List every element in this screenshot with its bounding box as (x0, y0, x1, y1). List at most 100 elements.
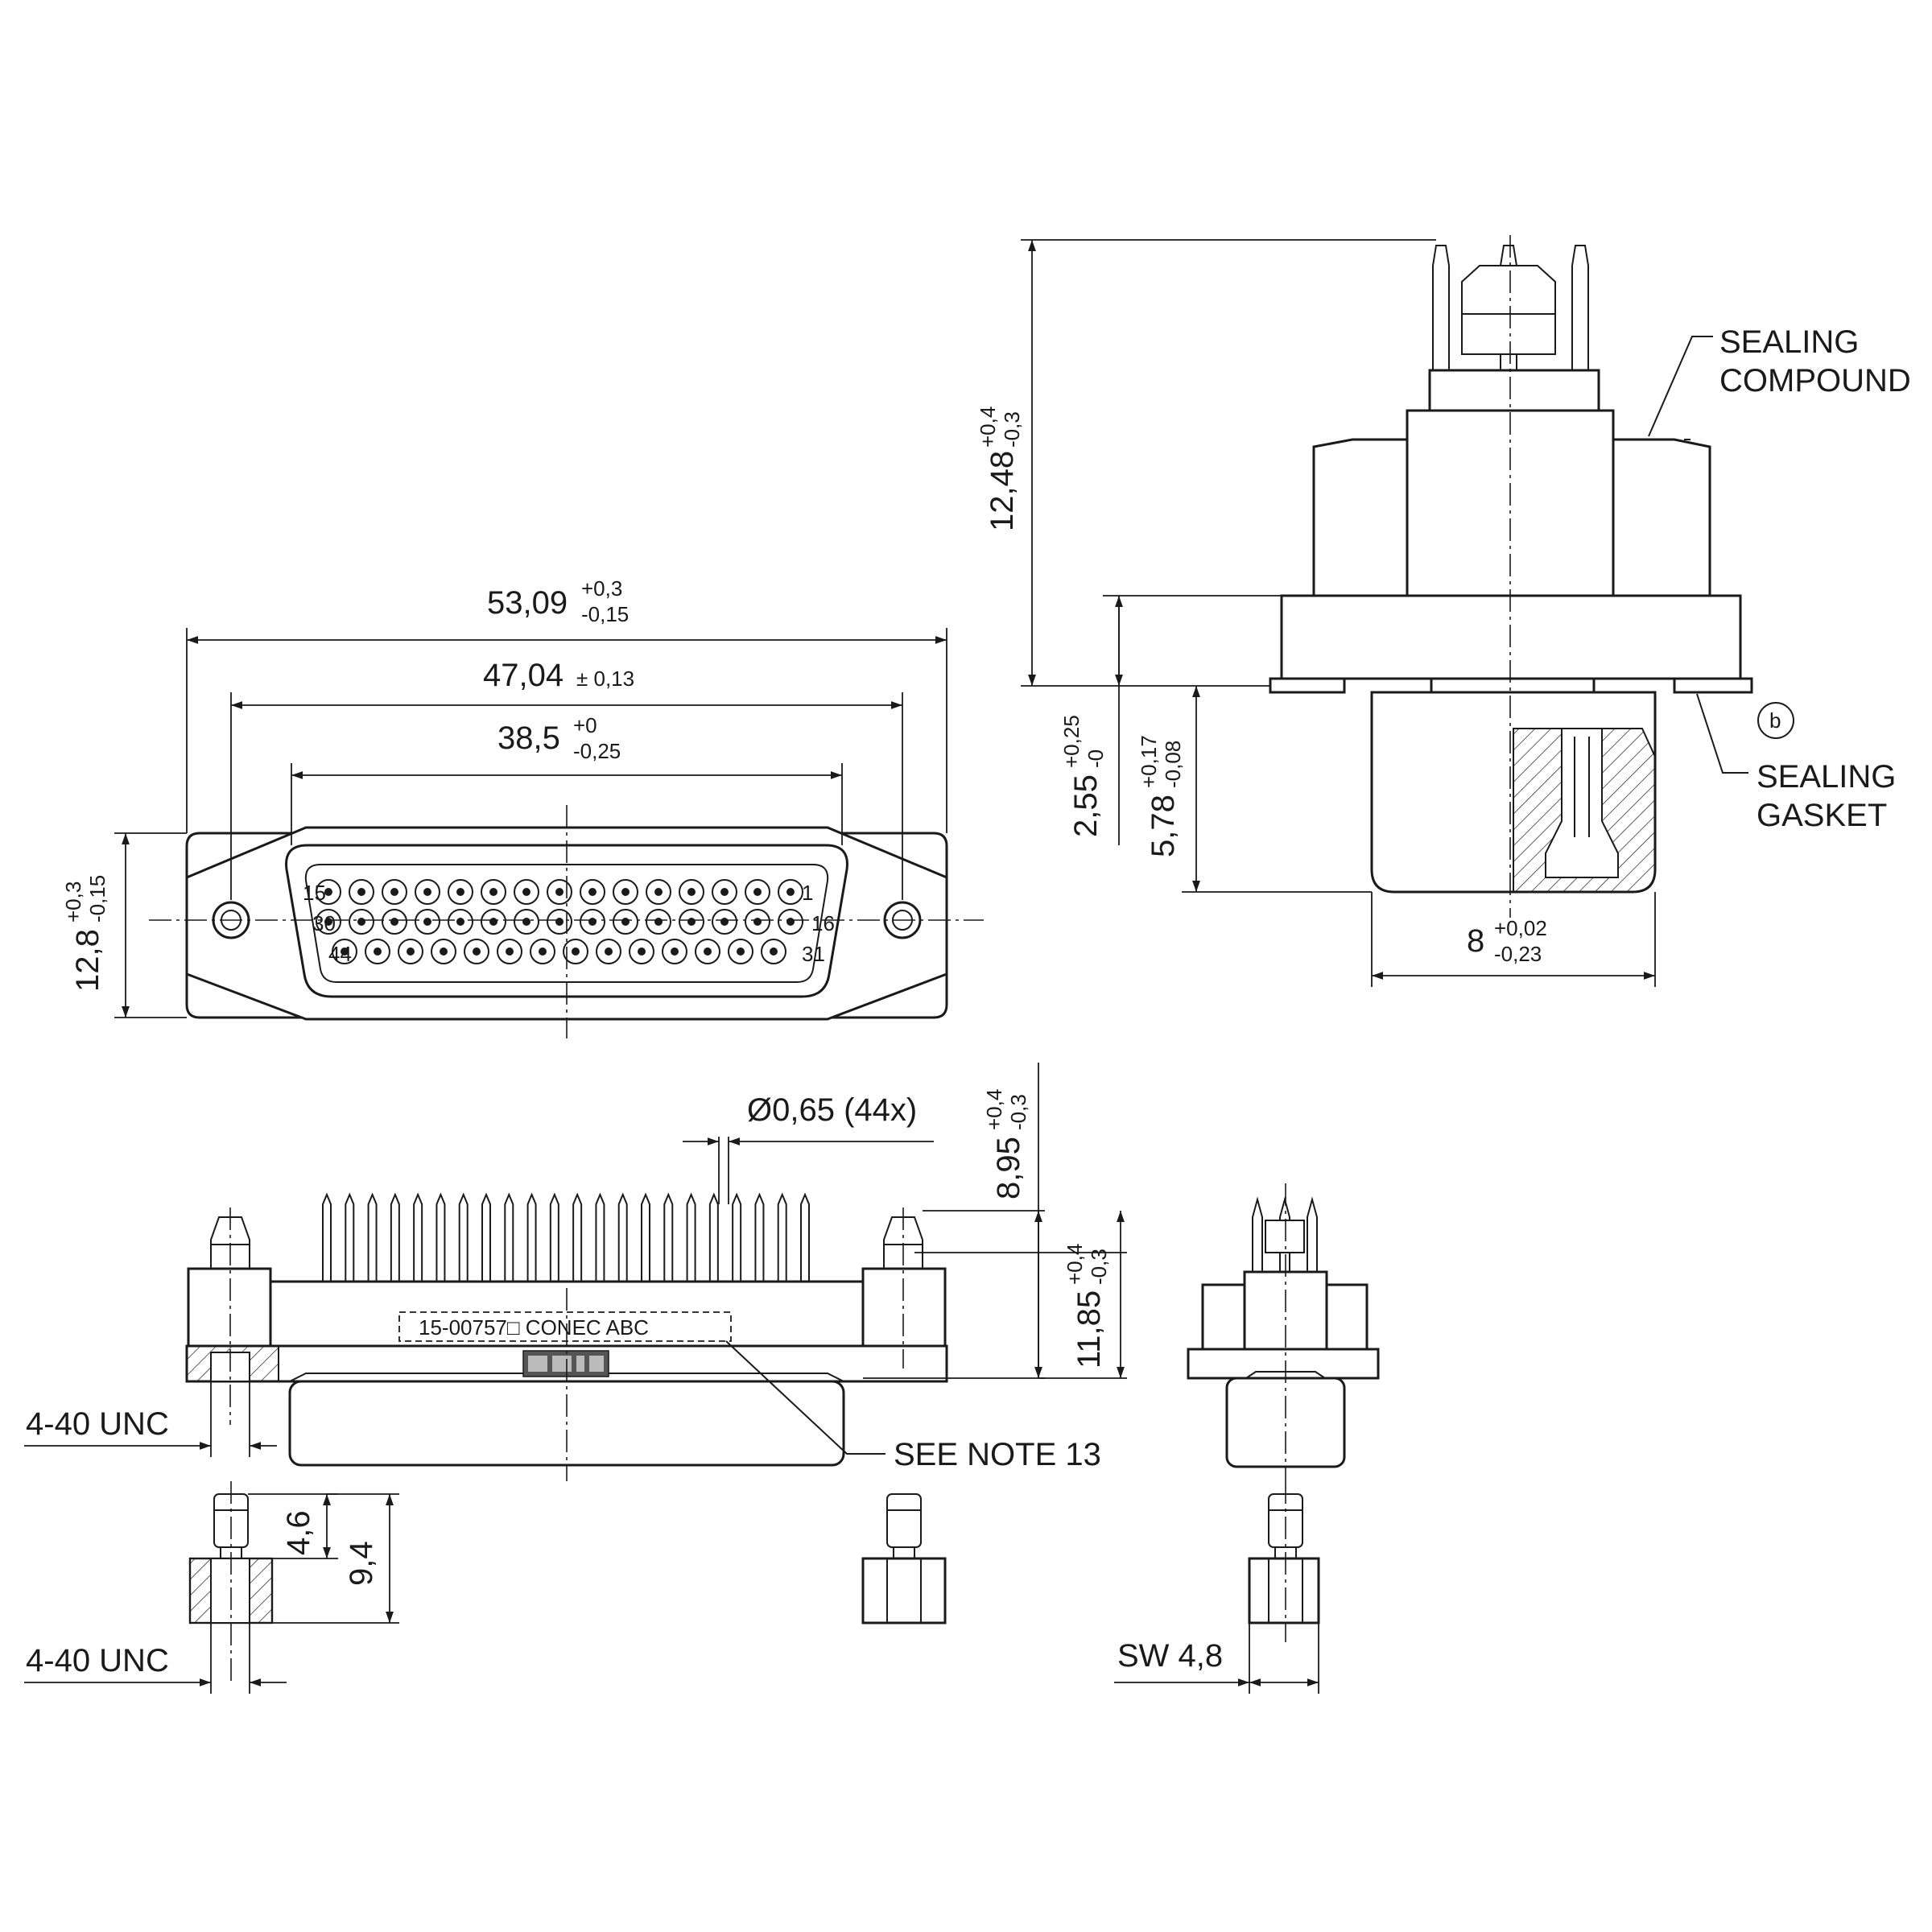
contact-pin (390, 888, 398, 896)
contact-pin (786, 918, 795, 926)
pcb-pin (504, 1192, 514, 1282)
dim-total-length: 9,4 (272, 1493, 399, 1624)
contact-pin (720, 888, 729, 896)
contact-pin (456, 918, 464, 926)
contact-pin (654, 888, 663, 896)
pin-number-31: 31 (802, 942, 825, 966)
pcb-pin (754, 1192, 765, 1282)
contact-pin (374, 947, 382, 956)
svg-text:+0,3: +0,3 (581, 576, 622, 601)
svg-text:12,8: 12,8 (70, 929, 105, 992)
contact-pin (687, 918, 696, 926)
pcb-pin (686, 1192, 696, 1282)
svg-text:SW 4,8: SW 4,8 (1117, 1638, 1223, 1674)
contact-pin (687, 888, 696, 896)
svg-text:4-40 UNC: 4-40 UNC (26, 1406, 169, 1442)
side-view: 12,48 +0,4 -0,3 2,55 +0,25 -0 5,78 +0,17… (976, 235, 1911, 987)
pcb-pin (367, 1192, 378, 1282)
pcb-pin (595, 1192, 605, 1282)
svg-text:-0,3: -0,3 (1006, 1094, 1030, 1130)
contact-pin (555, 918, 564, 926)
contact-pin (786, 888, 795, 896)
contact-pin (341, 947, 349, 956)
dim-total-height: 12,48 +0,4 -0,3 (976, 239, 1436, 687)
svg-text:47,04: 47,04 (483, 658, 564, 693)
contact-pin (671, 947, 679, 956)
label-sealing-compound-1: SEALING (1719, 324, 1859, 360)
dim-thread-bottom: 4-40 UNC (24, 1623, 287, 1694)
standoff-right (861, 1216, 947, 1348)
dim-thread-length: 4,6 (248, 1493, 338, 1559)
pcb-pin (526, 1192, 537, 1282)
svg-text:-0: -0 (1084, 749, 1108, 768)
front-view: 1 15 16 30 31 44 53,09 +0,3 -0,15 47,04 … (61, 576, 984, 1038)
pin-number-15: 15 (303, 881, 326, 905)
contact-pin (357, 918, 365, 926)
pcb-pin (800, 1192, 810, 1282)
svg-text:Ø0,65 (44x): Ø0,65 (44x) (747, 1092, 917, 1128)
contact-pin (489, 888, 497, 896)
contact-pin (588, 918, 597, 926)
pin-number-1: 1 (802, 881, 813, 905)
contact-pin (621, 888, 630, 896)
screw-lock-1 (188, 1481, 274, 1682)
svg-text:-0,3: -0,3 (1000, 411, 1024, 448)
svg-text:53,09: 53,09 (487, 585, 568, 621)
svg-text:8,95: 8,95 (991, 1137, 1026, 1199)
contact-pin (720, 918, 729, 926)
contact-pin (737, 947, 745, 956)
pcb-pin (641, 1192, 650, 1282)
contact-pin (654, 918, 663, 926)
pcb-pin (322, 1192, 332, 1282)
dim-shell-width: 38,5 +0 -0,25 (291, 713, 843, 845)
label-sealing-gasket-2: GASKET (1757, 798, 1887, 833)
label-sealing-compound-2: COMPOUND (1719, 363, 1911, 398)
pcb-pin (436, 1192, 446, 1282)
contact-pin (506, 947, 514, 956)
svg-text:+0: +0 (573, 713, 597, 737)
pin-number-44: 44 (328, 942, 352, 966)
side-socket-contact (1545, 728, 1619, 878)
svg-text:-0,15: -0,15 (581, 602, 629, 626)
svg-text:12,48: 12,48 (985, 451, 1020, 531)
svg-text:11,85: 11,85 (1071, 1290, 1107, 1368)
dim-overall-width: 53,09 +0,3 -0,15 (186, 576, 947, 833)
svg-text:± 0,13: ± 0,13 (576, 667, 634, 691)
contact-pin (390, 918, 398, 926)
date-code-block (522, 1350, 609, 1377)
svg-text:+0,4: +0,4 (976, 407, 1000, 448)
svg-text:-0,3: -0,3 (1087, 1249, 1111, 1285)
svg-text:-0,25: -0,25 (573, 739, 621, 763)
pcb-pin (345, 1192, 355, 1282)
dim-overall-height: 11,85 +0,4 -0,3 (914, 1211, 1127, 1379)
pcb-pin (663, 1192, 674, 1282)
contact-pin (770, 947, 778, 956)
contact-pin (423, 918, 431, 926)
pcb-pin (708, 1192, 719, 1282)
contact-pin (489, 918, 497, 926)
svg-text:9,4: 9,4 (344, 1541, 379, 1586)
svg-text:2,55: 2,55 (1068, 774, 1104, 837)
callout-b: b (1757, 702, 1794, 739)
pcb-pin (549, 1192, 559, 1282)
dim-wrench-size: SW 4,8 (1114, 1623, 1319, 1694)
contact-pin (456, 888, 464, 896)
standoff-left (187, 1216, 272, 1348)
contact-pin (324, 888, 332, 896)
svg-text:+0,17: +0,17 (1137, 735, 1161, 788)
dim-pin-diameter: Ø0,65 (44x) (683, 1092, 934, 1204)
marking-text: 15-00757□ CONEC ABC (419, 1315, 649, 1340)
pcb-pin (458, 1192, 469, 1282)
contact-grid (316, 879, 803, 964)
side-flange (1269, 677, 1753, 694)
dim-shell-depth: 5,78 +0,17 -0,08 (1137, 686, 1372, 893)
dim-front-height: 12,8 +0,3 -0,15 (61, 832, 187, 1018)
svg-text:+0,4: +0,4 (982, 1089, 1006, 1130)
contact-pin (753, 888, 762, 896)
svg-text:-0,08: -0,08 (1161, 741, 1185, 788)
svg-text:+0,3: +0,3 (61, 881, 85, 923)
svg-text:+0,25: +0,25 (1059, 715, 1084, 768)
contact-pin (539, 947, 547, 956)
svg-text:8: 8 (1467, 923, 1484, 959)
